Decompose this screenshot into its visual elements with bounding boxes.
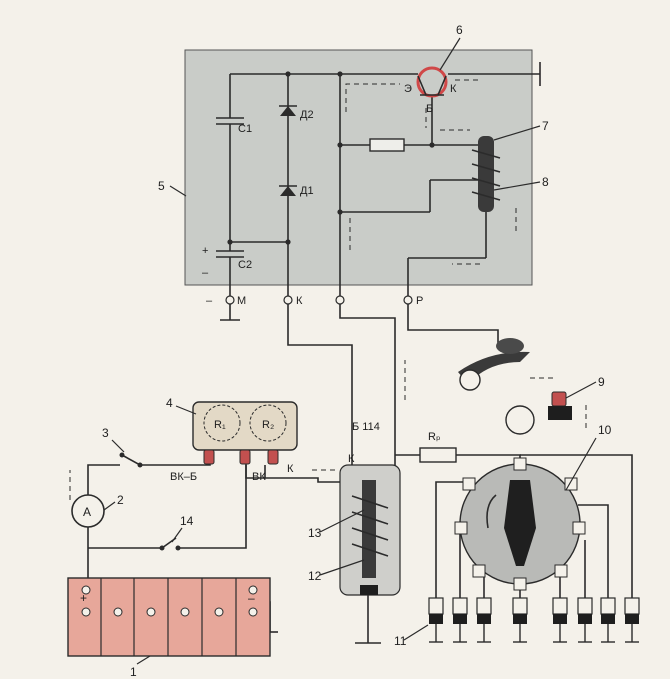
label-d1: Д1 — [300, 185, 314, 197]
label-base: Б — [426, 103, 433, 115]
label-b114: Б 114 — [352, 421, 380, 433]
callout-2: 2 — [117, 493, 124, 507]
label-r1: R₁ — [214, 419, 226, 431]
capacitor-c1 — [216, 117, 244, 125]
label-terminal-k: К — [296, 295, 303, 307]
module-resistor — [369, 138, 405, 152]
battery-1 — [67, 577, 271, 657]
spark-plug-6 — [577, 597, 593, 643]
spark-plug-4 — [512, 597, 528, 643]
label-c2: C2 — [238, 259, 252, 271]
label-c1: C1 — [238, 123, 252, 135]
callout-5: 5 — [158, 179, 165, 193]
label-terminal-m: М — [237, 295, 246, 307]
spark-plug-7 — [600, 597, 616, 643]
callout-12: 12 — [308, 569, 322, 583]
additional-resistor-block-4 — [192, 401, 298, 465]
callout-6: 6 — [456, 23, 463, 37]
spark-plug-5 — [552, 597, 568, 643]
label-rp: Rₚ — [428, 431, 441, 443]
transistor-6 — [416, 66, 448, 98]
callout-7: 7 — [542, 119, 549, 133]
callout-4: 4 — [166, 396, 173, 410]
spark-plug-1 — [428, 597, 444, 643]
label-c2-minus: – — [202, 267, 209, 279]
pulse-transformer-7-8 — [471, 136, 501, 212]
label-collector: К — [450, 83, 457, 95]
label-k-arrow: К — [287, 463, 294, 475]
callout-10: 10 — [598, 423, 612, 437]
callout-1: 1 — [130, 665, 137, 679]
spark-plug-3 — [476, 597, 492, 643]
callout-9: 9 — [598, 375, 605, 389]
callout-14: 14 — [180, 514, 194, 528]
label-vk-b: ВК–Б — [170, 471, 197, 483]
module-terminals — [225, 295, 413, 305]
label-m-minus: – — [206, 295, 213, 307]
ammeter-symbol: A — [83, 505, 91, 519]
label-emitter: Э — [404, 83, 412, 95]
module-flow-arrows — [345, 73, 525, 265]
ignition-coil-12-13 — [339, 464, 401, 596]
resistor-rp — [419, 447, 457, 463]
callout-8: 8 — [542, 175, 549, 189]
diode-d1 — [279, 185, 297, 196]
callout-11: 11 — [394, 634, 407, 648]
spark-plugs-11 — [428, 597, 640, 643]
spark-plug-2 — [452, 597, 468, 643]
callout-13: 13 — [308, 526, 322, 540]
label-r2: R₂ — [262, 419, 274, 431]
callout-leaders — [103, 37, 597, 665]
label-d2: Д2 — [300, 109, 314, 121]
distributor-10 — [454, 457, 586, 591]
switch-module-box — [184, 49, 533, 286]
spark-plug-8 — [624, 597, 640, 643]
ammeter-2 — [71, 494, 105, 528]
diode-d2 — [279, 105, 297, 116]
label-c2-plus: + — [202, 245, 208, 257]
label-batt-minus: – — [248, 591, 255, 605]
module-nodes — [227, 71, 435, 245]
ignition-switch-3 — [119, 452, 143, 468]
label-vk: ВК — [252, 471, 266, 483]
starter-relay-14 — [159, 545, 181, 551]
capacitor-c2 — [216, 250, 244, 258]
label-batt-plus: + — [80, 591, 87, 605]
label-terminal-p: Р — [416, 295, 423, 307]
breaker-points-9 — [458, 338, 572, 435]
label-k-coil: К — [348, 453, 355, 465]
callout-3: 3 — [102, 426, 109, 440]
